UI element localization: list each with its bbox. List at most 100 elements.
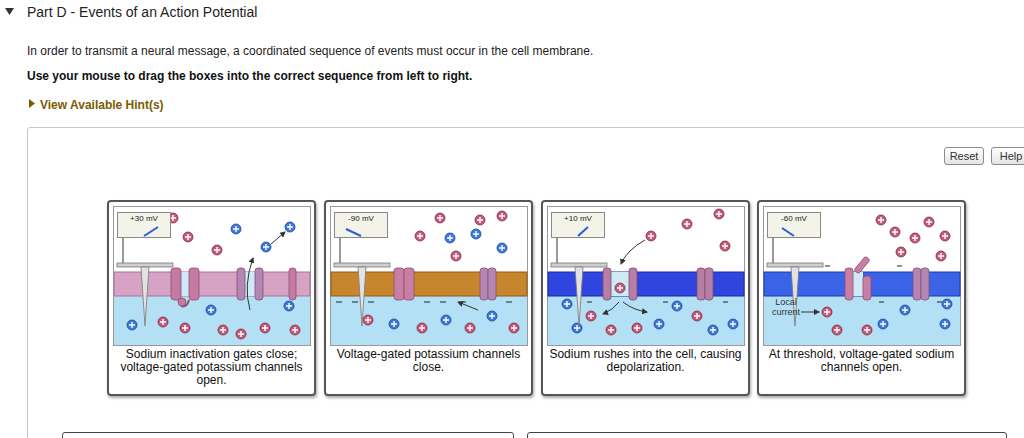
membrane-illustration — [113, 206, 311, 346]
illustration-part — [236, 329, 246, 339]
node-text: Voltage-gated potassium channels close. — [329, 348, 528, 374]
illustration-part — [334, 263, 390, 267]
illustration-part — [862, 325, 872, 335]
illustration-part — [415, 231, 425, 241]
illustration-part — [767, 212, 821, 238]
membrane-illustration — [547, 206, 745, 346]
illustration-part — [621, 240, 645, 264]
drop-target — [62, 432, 514, 438]
node-text: Help — [1000, 150, 1023, 162]
illustration-part — [206, 305, 216, 315]
answer-card: Sodium inactivation gates close; voltage… — [107, 200, 316, 396]
illustration-part — [451, 251, 461, 261]
voltmeter-readout: -90 mV — [334, 212, 388, 238]
illustration-part — [247, 258, 253, 310]
illustration-part — [334, 212, 388, 238]
illustration-part — [575, 267, 583, 326]
illustration-part — [910, 233, 920, 243]
illustration-part — [708, 325, 718, 335]
illustration-part — [632, 323, 642, 333]
membrane-illustration — [763, 206, 961, 346]
illustration-part — [212, 245, 222, 255]
hint-link: View Available Hint(s) — [40, 98, 164, 112]
node-text: Sodium inactivation gates close; voltage… — [112, 348, 311, 387]
illustration-part — [458, 302, 478, 310]
illustration-part — [654, 319, 664, 329]
node-text: +10 mV — [552, 214, 604, 223]
illustration-part — [832, 325, 842, 335]
illustration-part — [942, 299, 952, 309]
illustration-part — [782, 228, 794, 236]
page-title: Part D - Events of an Action Potential — [27, 4, 257, 20]
illustration-part — [289, 268, 296, 300]
illustration-part — [853, 272, 863, 296]
illustration-part — [290, 325, 300, 335]
illustration-part — [878, 319, 888, 329]
illustration-part — [178, 298, 186, 306]
reset-button: Reset — [944, 147, 984, 165]
illustration-part — [441, 315, 451, 325]
illustration-part — [358, 267, 366, 326]
node-text: +30 mV — [118, 214, 170, 223]
illustration-part — [764, 207, 961, 346]
illustration-part — [497, 243, 507, 253]
illustration-label: Local current — [768, 297, 804, 317]
illustration-part — [285, 222, 295, 232]
illustration-part — [127, 320, 137, 330]
illustration-part — [5, 8, 14, 15]
illustration-part — [237, 268, 245, 300]
illustration-part — [890, 227, 900, 237]
illustration-part — [578, 227, 588, 236]
illustration-part — [141, 267, 149, 326]
hint-triangle — [28, 98, 38, 110]
illustration-part — [606, 325, 616, 335]
illustration-part — [603, 268, 611, 300]
illustration-part — [245, 272, 255, 296]
help-button: Help — [991, 147, 1024, 165]
illustration-part — [445, 233, 455, 243]
illustration-part — [487, 311, 497, 321]
illustration-part — [772, 238, 774, 264]
illustration-part — [801, 312, 819, 313]
illustration-part — [672, 301, 682, 311]
illustration-part — [822, 307, 832, 317]
illustration-part — [404, 268, 414, 300]
illustration-part — [936, 251, 946, 261]
illustration-part — [924, 217, 934, 227]
voltmeter-readout: -60 mV — [767, 212, 821, 238]
membrane-illustration — [330, 206, 528, 346]
illustration-part — [845, 268, 853, 300]
illustration-part — [475, 215, 485, 225]
illustration-part — [271, 232, 285, 244]
illustration-part — [497, 211, 507, 221]
illustration-part — [863, 276, 871, 300]
illustration-part — [261, 242, 271, 252]
instruction-text: In order to transmit a neural message, a… — [27, 44, 593, 58]
illustration-part — [417, 323, 427, 333]
illustration-part — [921, 268, 929, 300]
node-text: Sodium rushes into the cell, causing dep… — [546, 348, 745, 374]
illustration-part — [728, 319, 738, 329]
illustration-part — [705, 268, 713, 300]
illustration-part — [509, 323, 519, 333]
illustration-part — [189, 268, 199, 300]
illustration-part — [158, 317, 168, 327]
illustration-part — [284, 301, 294, 311]
illustration-part — [363, 315, 373, 325]
illustration-part — [587, 301, 728, 302]
illustration-part — [181, 272, 189, 296]
instruction-text: Use your mouse to drag the boxes into th… — [27, 69, 472, 83]
illustration-part — [122, 238, 124, 264]
illustration-part — [171, 268, 181, 300]
illustration-part — [682, 219, 692, 229]
illustration-part — [720, 241, 730, 251]
answer-card: Sodium rushes into the cell, causing dep… — [541, 200, 750, 396]
illustration-part — [940, 319, 950, 329]
node-text: -90 mV — [335, 214, 387, 223]
illustration-part — [714, 209, 724, 219]
illustration-part — [764, 296, 960, 345]
illustration-part — [556, 238, 558, 264]
node-text: At threshold, voltage-gated sodium chann… — [762, 348, 961, 374]
illustration-part — [488, 268, 496, 300]
